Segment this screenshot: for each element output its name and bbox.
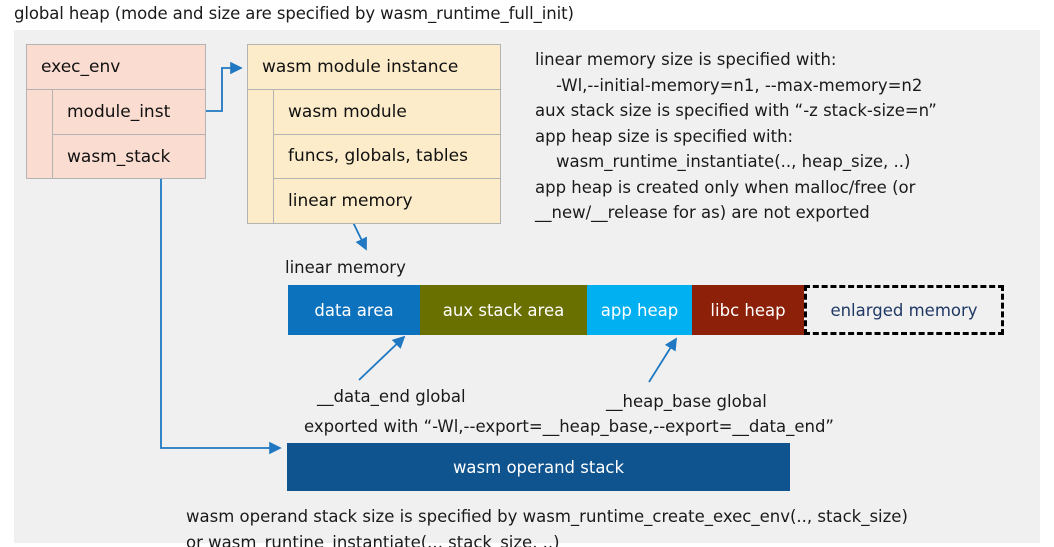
module-instance-field-wasm-module[interactable]: wasm module: [274, 90, 500, 135]
module-instance-gutter: [248, 90, 274, 224]
memory-segment-aux-stack-area[interactable]: aux stack area: [420, 285, 587, 335]
linear-memory-bar-label: linear memory: [285, 258, 406, 277]
annotation-data-end-global: __data_end global: [317, 387, 466, 406]
memory-segment-data-area[interactable]: data area: [288, 285, 420, 335]
arrow-data-end: [358, 335, 406, 381]
memory-segment-enlarged-memory[interactable]: enlarged memory: [804, 285, 1004, 335]
linear-memory-bar: data area aux stack area app heap libc h…: [288, 285, 1004, 335]
module-instance-rows: wasm module funcs, globals, tables linea…: [274, 90, 500, 224]
exec-env-field-wasm-stack[interactable]: wasm_stack: [67, 146, 171, 167]
annotation-exported-with: exported with “-Wl,--export=__heap_base,…: [304, 417, 834, 436]
module-instance-field-linear-memory[interactable]: linear memory: [288, 191, 413, 212]
exec-env-rows: module_inst wasm_stack: [53, 90, 205, 179]
wasm-operand-stack-label: wasm operand stack: [452, 457, 625, 477]
arrow-heap-base: [648, 337, 677, 383]
module-instance-field-funcs-globals-tables[interactable]: funcs, globals, tables: [274, 135, 500, 180]
memory-segment-app-heap[interactable]: app heap: [587, 285, 692, 335]
operand-stack-note: wasm operand stack size is specified by …: [186, 507, 908, 547]
module-instance-title: wasm module instance: [248, 45, 500, 90]
module-instance-body: wasm module funcs, globals, tables linea…: [248, 90, 500, 224]
page-title: global heap (mode and size are specified…: [14, 4, 574, 23]
linear-memory-info-note: linear memory size is specified with: -W…: [535, 50, 937, 222]
memory-segment-libc-heap[interactable]: libc heap: [692, 285, 804, 335]
exec-env-box[interactable]: exec_env module_inst wasm_stack: [26, 44, 206, 179]
wasm-operand-stack-box[interactable]: wasm operand stack: [287, 443, 790, 491]
exec-env-gutter: [27, 90, 53, 179]
global-heap-panel: exec_env module_inst wasm_stack wasm mod…: [14, 30, 1040, 547]
exec-env-body: module_inst wasm_stack: [27, 90, 205, 179]
exec-env-field-module-inst[interactable]: module_inst: [53, 90, 205, 135]
annotation-heap-base-global: __heap_base global: [606, 392, 767, 411]
exec-env-title: exec_env: [27, 45, 205, 90]
wasm-module-instance-box[interactable]: wasm module instance wasm module funcs, …: [247, 44, 501, 224]
